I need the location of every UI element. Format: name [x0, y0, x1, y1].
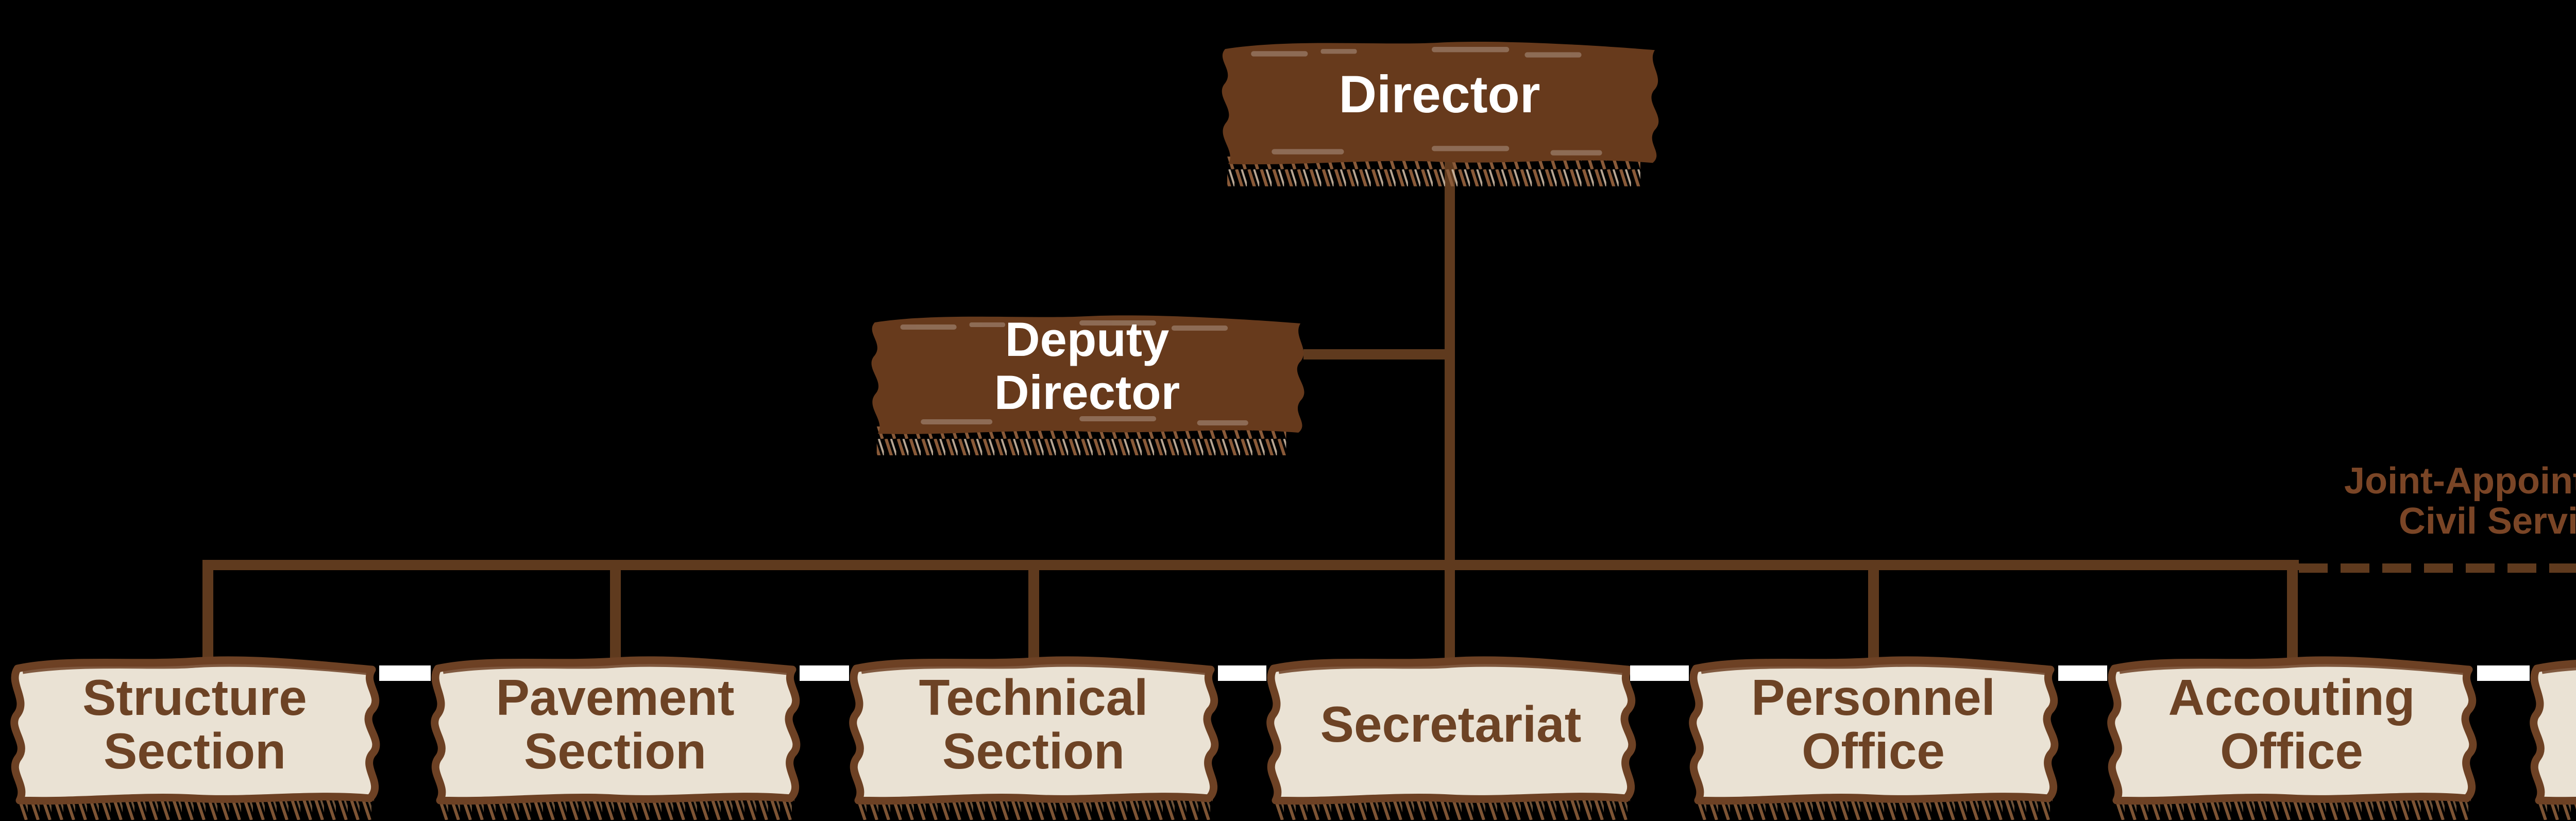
- gap-connector-4: [1630, 665, 1689, 681]
- secretariat-label: Secretariat: [1320, 696, 1582, 753]
- civil-affairs-burean-label: Civil Affairs Burean: [2523, 661, 2576, 788]
- accouting-office-label: Accouting Office: [2168, 669, 2415, 779]
- connector-stub-personnel-office: [1868, 560, 1879, 671]
- structure-section-label: Structure Section: [82, 669, 307, 779]
- gap-connector-2: [800, 665, 849, 681]
- gap-connector-5: [2058, 665, 2107, 681]
- personnel-office-label: Personnel Office: [1751, 669, 1995, 779]
- department-node-technical-section: Technical Section: [843, 647, 1224, 821]
- connector-stub-accouting-office: [2287, 560, 2298, 671]
- deputy-director-node: Deputy Director: [859, 305, 1315, 459]
- department-node-personnel-office: Personnel Office: [1683, 647, 2064, 821]
- technical-section-label: Technical Section: [919, 669, 1148, 779]
- connector-stub-structure-section: [202, 560, 213, 671]
- gap-connector-1: [379, 665, 431, 681]
- gap-connector-6: [2477, 665, 2530, 681]
- director-node: Director: [1210, 31, 1669, 191]
- department-node-accouting-office: Accouting Office: [2101, 647, 2482, 821]
- gap-connector-3: [1218, 665, 1266, 681]
- connector-deputy-horizontal: [1303, 349, 1455, 360]
- connector-distribution-line: [202, 560, 2299, 570]
- connector-dashed-horizontal: [2299, 563, 2576, 573]
- pavement-section-label: Pavement Section: [496, 669, 735, 779]
- connector-stub-technical-section: [1028, 560, 1039, 671]
- connector-stub-pavement-section: [610, 560, 621, 671]
- department-node-pavement-section: Pavement Section: [425, 647, 806, 821]
- deputy-director-label: Deputy Director: [994, 312, 1180, 419]
- department-node-structure-section: Structure Section: [4, 647, 385, 821]
- director-label: Director: [1338, 64, 1540, 124]
- department-node-secretariat: Secretariat: [1260, 647, 1641, 821]
- connector-director-vertical: [1445, 155, 1455, 671]
- annotation-joint-appointment: Joint-Appointment Civil Service: [2344, 460, 2576, 542]
- department-node-civil-affairs-burean: Civil Affairs Burean: [2523, 647, 2576, 821]
